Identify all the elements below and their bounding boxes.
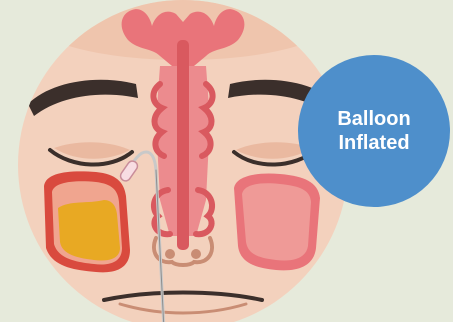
nasal-septum	[177, 40, 189, 250]
badge-line-2: Inflated	[337, 131, 410, 155]
nostril-right	[191, 249, 201, 259]
status-badge: Balloon Inflated	[298, 55, 450, 207]
badge-line-1: Balloon	[337, 107, 410, 131]
nostril-left	[165, 249, 175, 259]
mucus-fill	[58, 200, 120, 261]
sinus-inner-right	[242, 183, 311, 260]
